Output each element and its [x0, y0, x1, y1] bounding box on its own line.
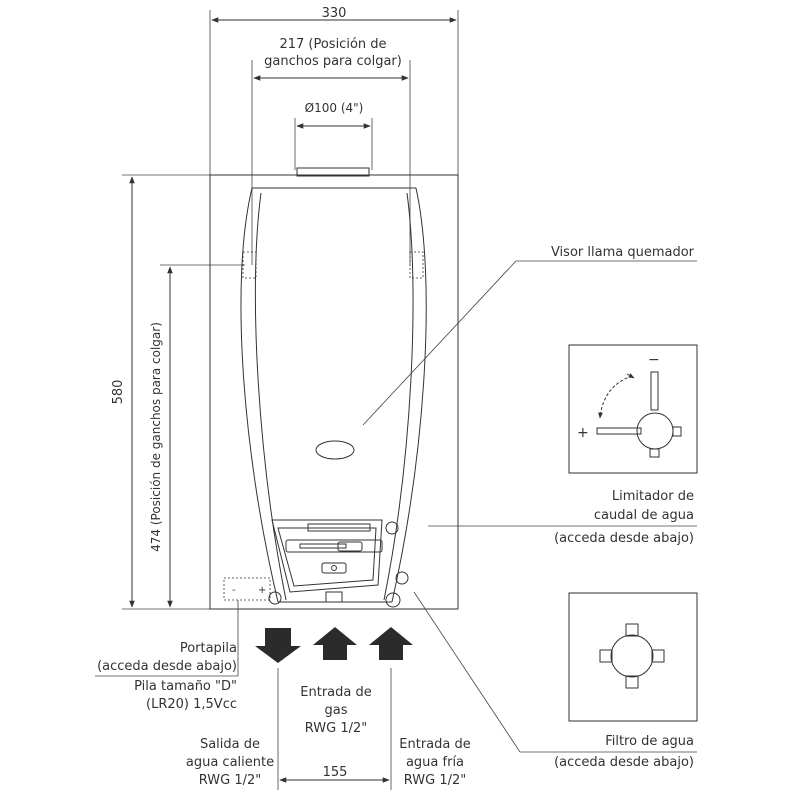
- connection-arrows: [255, 627, 413, 663]
- right-foot: [385, 592, 401, 608]
- connection-spacing-label: 155: [323, 765, 348, 780]
- hot-outlet-label-3: RWG 1/2": [199, 773, 261, 788]
- burner-viewer-window: [315, 440, 355, 460]
- hooks-spacing-label-2: ganchos para colgar): [264, 54, 402, 69]
- burner-viewer-label: Visor llama quemador: [551, 245, 695, 260]
- wall-plate-outline: [209, 174, 459, 610]
- gas-inlet-arrow: [313, 627, 357, 660]
- filter-tab-left: [599, 649, 613, 663]
- cold-inlet-label-3: RWG 1/2": [404, 773, 466, 788]
- dimension-connection-spacing: 155: [277, 668, 392, 790]
- cold-inlet-callout: Entrada de agua fría RWG 1/2": [399, 737, 470, 788]
- flow-limiter-callout: Limitador de caudal de agua (acceda desd…: [428, 489, 697, 546]
- water-filter-knob: [395, 571, 409, 585]
- gas-connection-stub: [325, 591, 343, 603]
- dimension-overall-height: 580: [111, 174, 210, 610]
- battery-holder: - +: [223, 577, 271, 601]
- hot-outlet-label-2: agua caliente: [186, 755, 274, 770]
- minus-symbol: −: [648, 352, 660, 368]
- cold-inlet-label-1: Entrada de: [399, 737, 470, 752]
- water-filter-dial: [610, 634, 654, 678]
- flue-diameter-label: Ø100 (4"): [305, 101, 364, 115]
- filter-tab-bottom: [625, 675, 639, 689]
- cold-inlet-label-2: agua fría: [406, 755, 464, 770]
- control-panel: [268, 519, 409, 608]
- hooks-height-label: 474 (Posición de ganchos para colgar): [149, 322, 163, 552]
- battery-holder-label-2: (acceda desde abajo): [97, 659, 237, 674]
- gas-inlet-label-1: Entrada de: [300, 685, 371, 700]
- battery-holder-callout: Portapila (acceda desde abajo) Pila tama…: [95, 600, 239, 712]
- flow-limiter-label-1: Limitador de: [612, 489, 694, 504]
- flow-limiter-detail-box: [568, 344, 698, 474]
- dimension-hooks-height: 474 (Posición de ganchos para colgar): [149, 264, 245, 608]
- flow-limiter-label-3: (acceda desde abajo): [554, 531, 694, 546]
- water-filter-label-2: (acceda desde abajo): [554, 755, 694, 770]
- battery-holder-outline: [223, 577, 271, 601]
- water-filter-detail: [568, 592, 698, 722]
- burner-viewer-callout: Visor llama quemador: [362, 245, 697, 426]
- flue-collar: [296, 167, 370, 177]
- hooks-spacing-label-1: 217 (Posición de: [279, 37, 386, 52]
- overall-width-label: 330: [322, 6, 347, 21]
- flow-limiter-lever-vertical: [650, 371, 659, 411]
- gas-inlet-callout: Entrada de gas RWG 1/2": [300, 685, 371, 736]
- battery-spec-label-1: Pila tamaño "D": [134, 679, 237, 694]
- cold-water-inlet-arrow: [369, 627, 413, 660]
- dimension-hooks-spacing: 217 (Posición de ganchos para colgar): [251, 37, 411, 265]
- battery-plus-symbol: +: [258, 585, 266, 596]
- hot-outlet-label-1: Salida de: [200, 737, 260, 752]
- hot-water-outlet-arrow: [255, 628, 301, 663]
- filter-tab-right: [651, 649, 665, 663]
- water-filter-detail-box: [568, 592, 698, 722]
- gas-inlet-label-2: gas: [325, 703, 348, 718]
- flow-limiter-knob: [385, 521, 399, 535]
- flow-limiter-label-2: caudal de agua: [594, 508, 694, 523]
- battery-holder-label-1: Portapila: [180, 641, 237, 656]
- battery-minus-symbol: -: [232, 585, 236, 596]
- battery-spec-label-2: (LR20) 1,5Vcc: [146, 697, 237, 712]
- flow-limiter-lever-horizontal: [596, 427, 642, 435]
- water-filter-callout: Filtro de agua (acceda desde abajo): [413, 591, 697, 770]
- overall-height-label: 580: [111, 380, 126, 405]
- left-foot: [268, 591, 282, 605]
- gas-inlet-label-3: RWG 1/2": [305, 721, 367, 736]
- plus-symbol: +: [577, 425, 589, 441]
- dimension-overall-width: 330: [209, 6, 459, 175]
- hot-outlet-callout: Salida de agua caliente RWG 1/2": [186, 737, 274, 788]
- flow-limiter-dial: [636, 412, 674, 450]
- water-filter-label-1: Filtro de agua: [605, 734, 694, 749]
- heater-body: [240, 187, 427, 603]
- dimension-flue-diameter: Ø100 (4"): [294, 101, 373, 170]
- rotation-arrow: [598, 375, 633, 419]
- right-hook-bracket: [409, 251, 424, 279]
- flow-limiter-detail: − +: [568, 344, 698, 474]
- filter-tab-top: [625, 623, 639, 637]
